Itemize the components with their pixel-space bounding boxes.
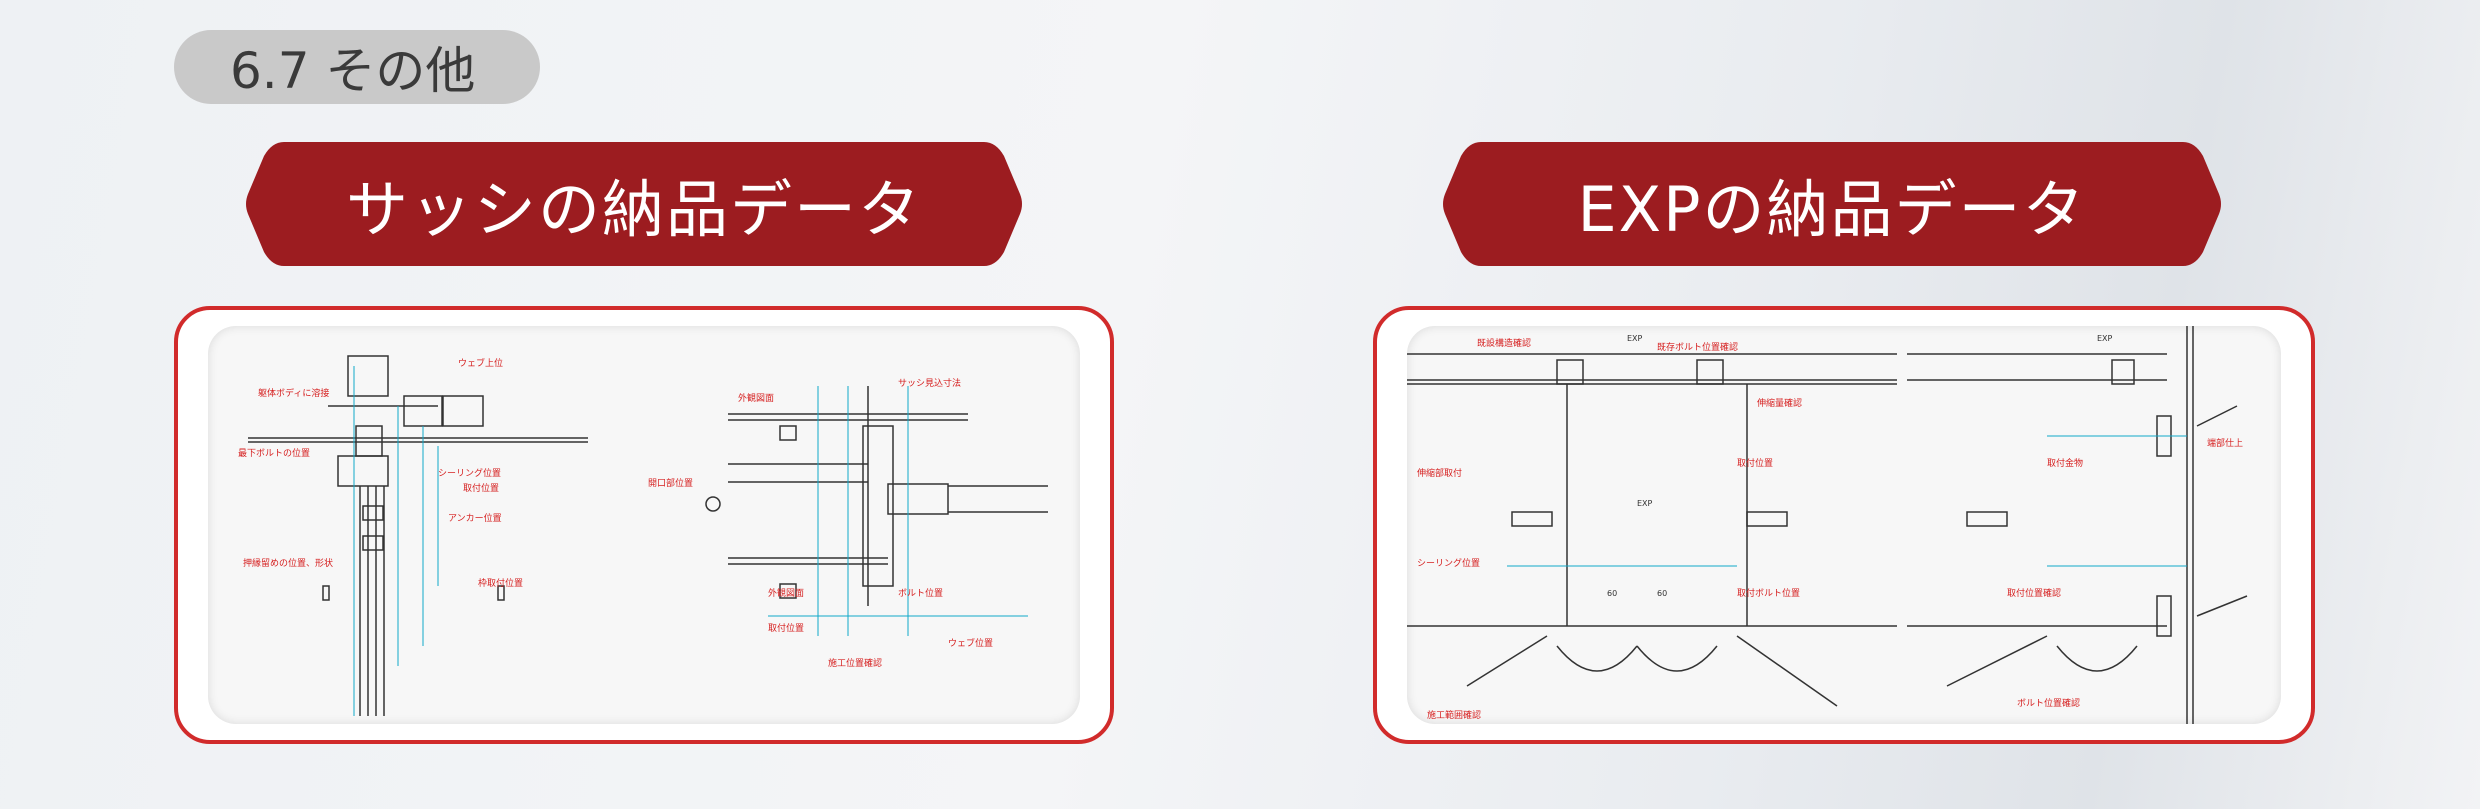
- svg-text:外観図面: 外観図面: [768, 587, 804, 599]
- svg-text:取付金物: 取付金物: [2047, 457, 2083, 469]
- expansion-joint-cad-drawing: 既設構造確認 既存ボルト位置確認 伸縮量確認 取付位置 伸縮部取付 シーリング位…: [1407, 326, 2281, 724]
- exp-banner-title: EXPの納品データ: [1577, 173, 2087, 246]
- svg-text:既設構造確認: 既設構造確認: [1477, 337, 1531, 349]
- svg-text:開口部位置: 開口部位置: [648, 477, 693, 489]
- svg-text:伸縮量確認: 伸縮量確認: [1757, 397, 1802, 409]
- banner-shape: [1443, 142, 2221, 266]
- svg-text:端部仕上: 端部仕上: [2207, 437, 2243, 449]
- svg-text:施工範囲確認: 施工範囲確認: [1427, 709, 1481, 721]
- svg-text:躯体ボディに溶接: 躯体ボディに溶接: [258, 387, 329, 399]
- section-badge: 6.7 その他: [174, 30, 540, 104]
- svg-text:外観図面: 外観図面: [738, 392, 774, 404]
- svg-text:最下ボルトの位置: 最下ボルトの位置: [238, 447, 310, 459]
- svg-text:シーリング位置: シーリング位置: [438, 467, 501, 479]
- svg-text:ウェブ上位: ウェブ上位: [458, 357, 503, 369]
- svg-text:シーリング位置: シーリング位置: [1417, 557, 1480, 569]
- svg-text:サッシ見込寸法: サッシ見込寸法: [898, 377, 961, 389]
- exp-drawing-panel: 既設構造確認 既存ボルト位置確認 伸縮量確認 取付位置 伸縮部取付 シーリング位…: [1373, 306, 2315, 744]
- svg-text:施工位置確認: 施工位置確認: [828, 657, 882, 669]
- svg-text:取付位置: 取付位置: [768, 622, 804, 634]
- svg-text:EXP: EXP: [1637, 499, 1653, 508]
- svg-text:EXP: EXP: [1627, 334, 1643, 343]
- svg-text:伸縮部取付: 伸縮部取付: [1417, 467, 1462, 479]
- sash-data-banner: サッシの納品データ: [244, 142, 1024, 266]
- sash-drawing-image: 躯体ボディに溶接 最下ボルトの位置 押縁留めの位置、形状 ウェブ上位 シーリング…: [238, 355, 1048, 716]
- exp-drawing-image: 既設構造確認 既存ボルト位置確認 伸縮量確認 取付位置 伸縮部取付 シーリング位…: [1407, 326, 2248, 724]
- svg-text:取付位置: 取付位置: [1737, 457, 1773, 469]
- svg-text:取付位置: 取付位置: [463, 482, 499, 494]
- svg-text:60: 60: [1657, 589, 1667, 598]
- svg-text:アンカー位置: アンカー位置: [448, 512, 502, 524]
- banner-shape: [246, 142, 1022, 266]
- exp-data-banner: EXPの納品データ: [1441, 142, 2223, 266]
- svg-text:EXP: EXP: [2097, 334, 2113, 343]
- svg-text:ウェブ位置: ウェブ位置: [948, 637, 993, 649]
- sash-drawing-panel: 躯体ボディに溶接 最下ボルトの位置 押縁留めの位置、形状 ウェブ上位 シーリング…: [174, 306, 1114, 744]
- svg-text:ボルト位置確認: ボルト位置確認: [2017, 697, 2080, 709]
- section-label: 6.7 その他: [230, 42, 476, 100]
- svg-text:ボルト位置: ボルト位置: [898, 587, 943, 599]
- sash-banner-title: サッシの納品データ: [345, 173, 922, 246]
- sash-cad-drawing: 躯体ボディに溶接 最下ボルトの位置 押縁留めの位置、形状 ウェブ上位 シーリング…: [208, 326, 1080, 724]
- svg-text:押縁留めの位置、形状: 押縁留めの位置、形状: [243, 557, 333, 569]
- svg-text:60: 60: [1607, 589, 1617, 598]
- svg-text:取付位置確認: 取付位置確認: [2007, 587, 2061, 599]
- svg-text:既存ボルト位置確認: 既存ボルト位置確認: [1657, 341, 1738, 353]
- svg-text:取付ボルト位置: 取付ボルト位置: [1737, 587, 1800, 599]
- svg-text:枠取付位置: 枠取付位置: [478, 577, 523, 589]
